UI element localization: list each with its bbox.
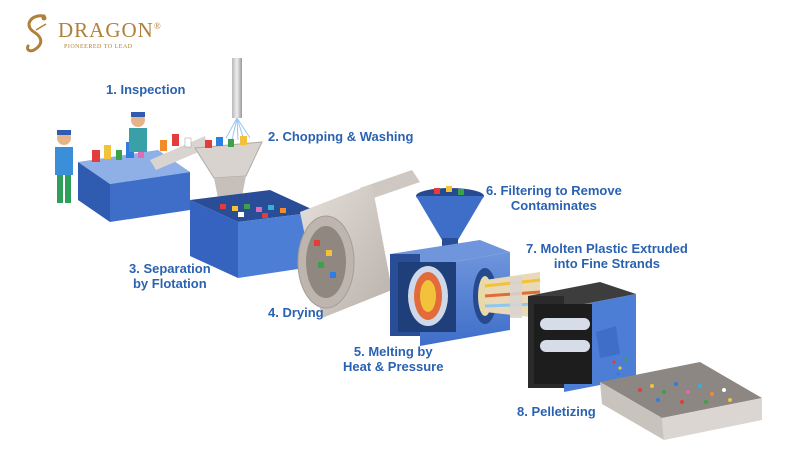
step-7-label-line-1: 7. Molten Plastic Extruded — [526, 241, 688, 256]
worker-figure-right — [129, 112, 147, 152]
chopping-hopper — [194, 136, 263, 198]
drying-drum — [297, 170, 420, 318]
registered-mark: ® — [153, 21, 162, 31]
step-5-label: 5. Melting by Heat & Pressure — [343, 344, 443, 374]
step-3-label-line-2: by Flotation — [132, 276, 207, 291]
step-6-label-line-2: Contaminates — [510, 198, 597, 213]
step-5-label-line-2: Heat & Pressure — [343, 359, 444, 374]
filter-funnel — [416, 186, 484, 252]
melting-extruder-box — [390, 240, 510, 346]
step-7-label: 7. Molten Plastic Extruded into Fine Str… — [526, 241, 688, 271]
step-5-label-line-1: 5. Melting by — [353, 344, 433, 359]
step-1-label: 1. Inspection — [106, 82, 186, 97]
molten-strands — [484, 272, 541, 318]
step-6-label: 6. Filtering to Remove Contaminates — [486, 183, 622, 213]
step-2-label: 2. Chopping & Washing — [268, 129, 414, 144]
inspection-station — [78, 134, 208, 222]
dragon-emblem-icon — [26, 14, 47, 53]
washing-spray-pipe — [225, 58, 251, 141]
worker-figure-left — [55, 130, 73, 203]
dragon-logo: DRAGON® PIONEERED TO LEAD — [20, 12, 180, 56]
pellet-tray — [600, 362, 762, 440]
brand-name: DRAGON® — [58, 18, 162, 42]
step-3-label: 3. Separation by Flotation — [129, 261, 211, 291]
step-6-label-line-1: 6. Filtering to Remove — [486, 183, 622, 198]
step-7-label-line-2: into Fine Strands — [553, 256, 660, 271]
pelletizer-box — [528, 282, 636, 392]
step-8-label: 8. Pelletizing — [517, 404, 596, 419]
step-3-label-line-1: 3. Separation — [129, 261, 211, 276]
brand-tagline: PIONEERED TO LEAD — [64, 44, 133, 50]
step-4-label: 4. Drying — [268, 305, 324, 320]
